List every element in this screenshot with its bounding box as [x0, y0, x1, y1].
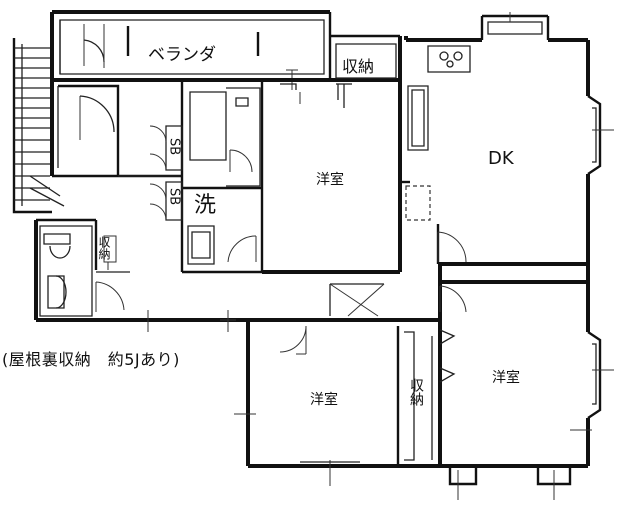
veranda-label: ベランダ [148, 45, 216, 65]
western-room-right-walls [438, 264, 614, 500]
storage-top-label: 収納 [342, 57, 374, 76]
western-room-right-label: 洋室 [492, 369, 520, 386]
toilet-area [34, 218, 125, 320]
western-room-top-walls [262, 34, 402, 274]
dk-label: DK [488, 148, 515, 169]
dk-walls [400, 12, 614, 282]
veranda-area [50, 10, 332, 176]
staircase [12, 38, 65, 214]
western-room-bottom-label: 洋室 [310, 391, 338, 408]
washroom-label: 洗 [194, 193, 216, 218]
hallway-walls [36, 271, 440, 332]
western-room-bottom-walls [234, 320, 440, 486]
storage-middle-label: 収納 [408, 378, 424, 407]
western-room-top-label: 洋室 [316, 171, 344, 188]
sb-lower-label: SB [167, 188, 182, 205]
folding-door [329, 283, 385, 317]
shoe-box-cabinets [149, 125, 183, 221]
storage-small-label: 収納 [97, 236, 111, 260]
sb-upper-label: SB [167, 138, 182, 155]
upper-left-walls [52, 78, 400, 274]
attic-storage-note: (屋根裏収納 約5Jあり) [2, 350, 180, 369]
